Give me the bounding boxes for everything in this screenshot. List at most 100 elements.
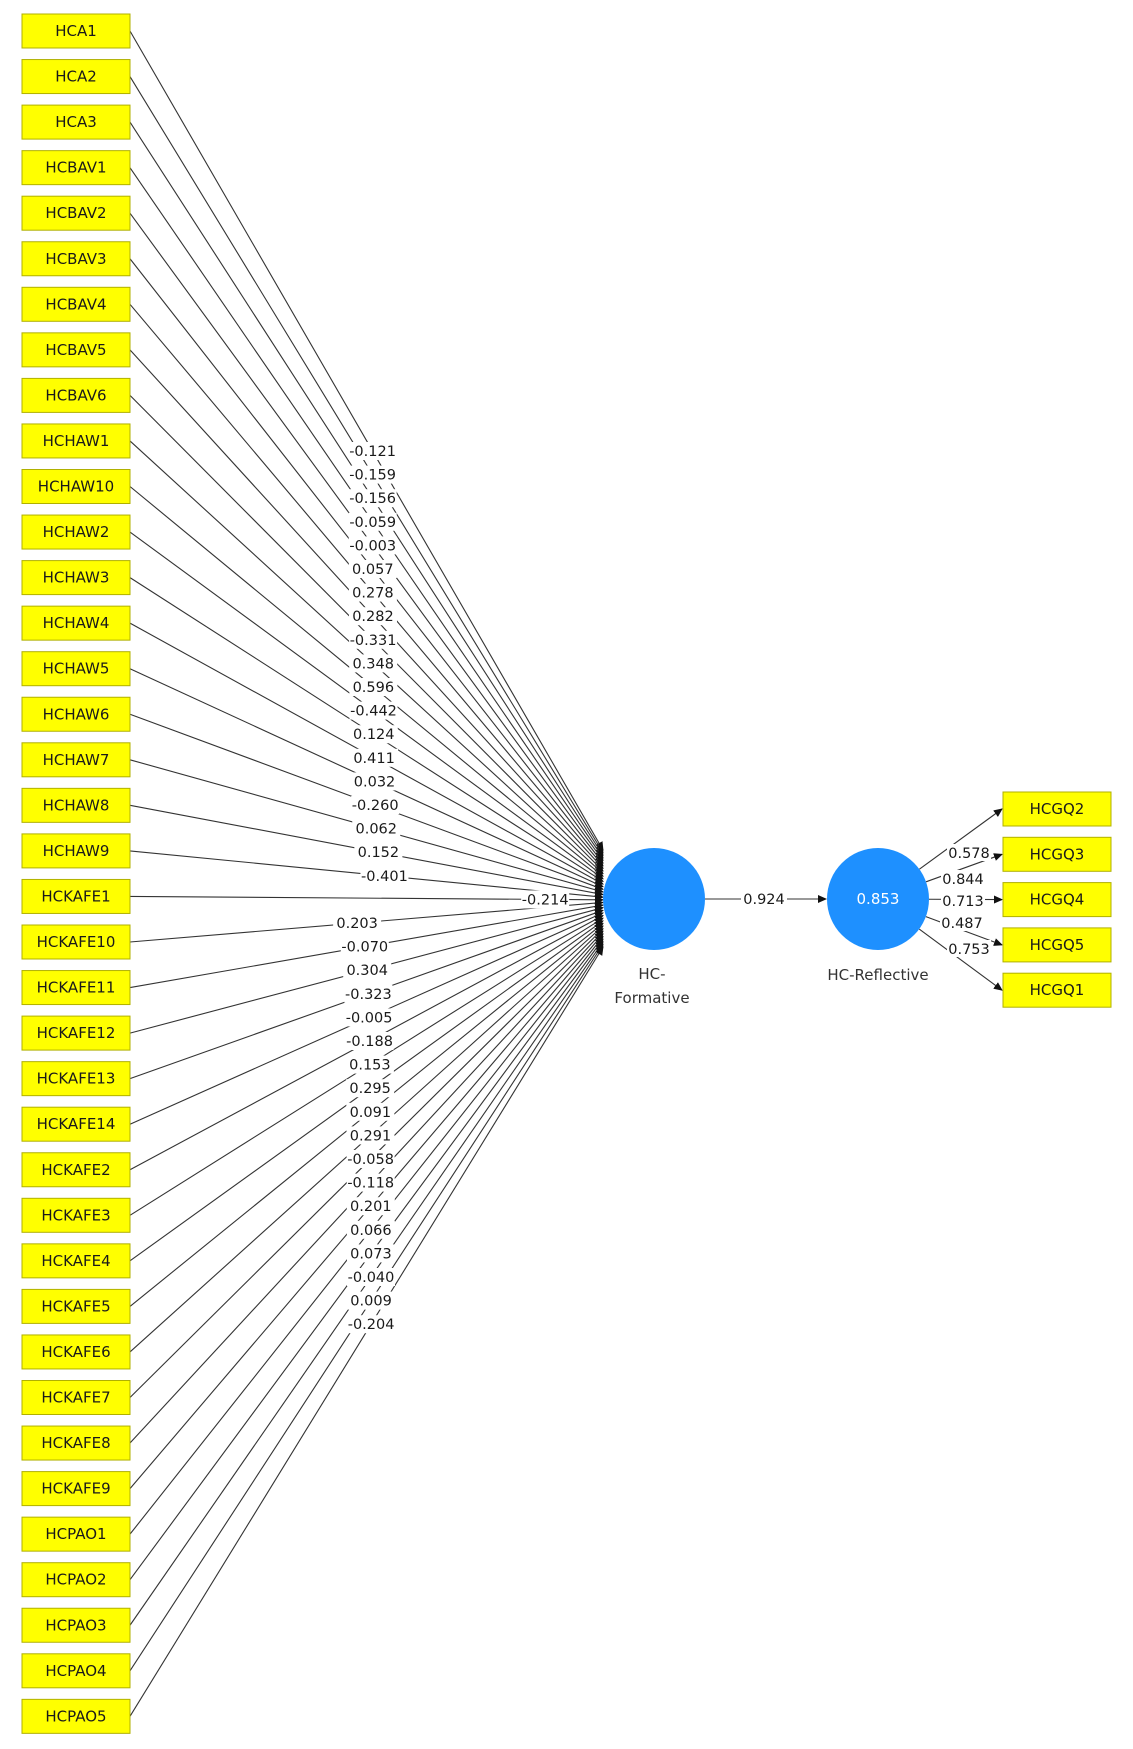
indicator-label-hchaw10: HCHAW10 bbox=[38, 478, 114, 496]
indicator-label-hckafe8: HCKAFE8 bbox=[41, 1434, 110, 1452]
loading-label-bg bbox=[941, 892, 985, 909]
indicator-hca1[interactable] bbox=[21, 13, 131, 49]
weight-label-hcpao5: -0.204 bbox=[348, 1317, 395, 1333]
weight-label-bg bbox=[343, 961, 392, 980]
indicator-label-hca2: HCA2 bbox=[55, 68, 97, 86]
weight-label-hckafe1: -0.214 bbox=[522, 892, 569, 908]
indicator-label-hckafe11: HCKAFE11 bbox=[37, 979, 116, 997]
indicator-hcbav2[interactable] bbox=[21, 195, 131, 231]
indicator-label-hcbav1: HCBAV1 bbox=[45, 159, 106, 177]
indicator-label-hcpao3: HCPAO3 bbox=[45, 1616, 106, 1634]
indicator-hchaw3[interactable] bbox=[21, 560, 131, 596]
weight-label-bg bbox=[333, 914, 382, 932]
indicator-hckafe5[interactable] bbox=[21, 1288, 131, 1324]
hc-reflective-name: HC-Reflective bbox=[827, 966, 928, 984]
indicator-hcgq2[interactable] bbox=[1002, 791, 1112, 827]
indicator-hckafe12[interactable] bbox=[21, 1015, 131, 1051]
indicator-label-hckafe4: HCKAFE4 bbox=[41, 1252, 110, 1270]
indicator-hcpao5[interactable] bbox=[21, 1698, 131, 1734]
weight-label-bg bbox=[349, 725, 398, 744]
weight-label-hckafe14: -0.005 bbox=[346, 1010, 393, 1026]
indicator-label-hcbav4: HCBAV4 bbox=[45, 295, 106, 313]
weight-label-hchaw6: -0.260 bbox=[352, 798, 399, 814]
indicator-hckafe13[interactable] bbox=[21, 1061, 131, 1097]
indicator-label-hckafe2: HCKAFE2 bbox=[41, 1161, 110, 1179]
indicator-label-hckafe14: HCKAFE14 bbox=[37, 1115, 116, 1133]
indicator-hchaw4[interactable] bbox=[21, 605, 131, 641]
indicator-hcpao1[interactable] bbox=[21, 1516, 131, 1552]
indicator-hcpao2[interactable] bbox=[21, 1562, 131, 1598]
weight-label-hchaw4: 0.411 bbox=[353, 751, 395, 767]
indicator-label-hcgq1: HCGQ1 bbox=[1030, 981, 1085, 999]
weight-label-hchaw7: 0.062 bbox=[356, 822, 398, 838]
indicator-label-hcbav3: HCBAV3 bbox=[45, 250, 106, 268]
loading-label-hcgq2: 0.578 bbox=[948, 846, 990, 862]
loading-label-hcgq5: 0.487 bbox=[941, 916, 983, 932]
indicator-hckafe3[interactable] bbox=[21, 1197, 131, 1233]
hc-formative-name-line1: HC- bbox=[638, 965, 665, 983]
hc-formative-construct[interactable] bbox=[603, 848, 705, 950]
indicator-hca2[interactable] bbox=[21, 59, 131, 95]
indicator-hckafe10[interactable] bbox=[21, 924, 131, 960]
weight-label-hchaw3: 0.124 bbox=[353, 727, 395, 743]
indicator-label-hchaw8: HCHAW8 bbox=[43, 796, 110, 814]
indicator-hchaw8[interactable] bbox=[21, 787, 131, 823]
indicator-hcgq3[interactable] bbox=[1002, 836, 1112, 872]
indicator-hcgq1[interactable] bbox=[1002, 972, 1112, 1008]
indicator-hcbav5[interactable] bbox=[21, 332, 131, 368]
indicator-hchaw2[interactable] bbox=[21, 514, 131, 550]
indicator-hckafe1[interactable] bbox=[21, 878, 131, 914]
indicator-hckafe8[interactable] bbox=[21, 1425, 131, 1461]
indicator-label-hchaw3: HCHAW3 bbox=[43, 569, 110, 587]
weight-label-bg bbox=[346, 1173, 395, 1192]
weight-label-hchaw10: 0.596 bbox=[353, 680, 395, 696]
indicator-hckafe11[interactable] bbox=[21, 970, 131, 1006]
hc-reflective-construct[interactable] bbox=[827, 848, 929, 950]
weight-label-bg bbox=[350, 772, 399, 791]
indicator-hcgq5[interactable] bbox=[1002, 927, 1112, 963]
loading-label-hcgq3: 0.844 bbox=[942, 872, 984, 888]
weight-label-hcbav5: 0.282 bbox=[352, 609, 394, 625]
indicator-hckafe6[interactable] bbox=[21, 1334, 131, 1370]
indicator-hckafe7[interactable] bbox=[21, 1380, 131, 1415]
indicator-hckafe4[interactable] bbox=[21, 1243, 131, 1279]
indicator-hckafe2[interactable] bbox=[21, 1152, 131, 1188]
weight-label-bg bbox=[349, 701, 398, 720]
indicator-hcbav3[interactable] bbox=[21, 241, 131, 277]
weight-label-bg bbox=[349, 678, 398, 696]
indicator-label-hcpao4: HCPAO4 bbox=[45, 1662, 106, 1680]
weight-label-hckafe11: -0.070 bbox=[341, 940, 388, 956]
indicator-hcbav6[interactable] bbox=[21, 377, 131, 413]
weight-label-hchaw8: 0.152 bbox=[358, 845, 400, 861]
indicator-hcpao4[interactable] bbox=[21, 1653, 131, 1689]
loading-label-hcgq1: 0.753 bbox=[948, 942, 990, 958]
weight-path-hcbav1 bbox=[129, 167, 604, 859]
weight-label-bg bbox=[360, 866, 409, 885]
indicator-label-hchaw2: HCHAW2 bbox=[43, 523, 110, 541]
indicator-label-hchaw7: HCHAW7 bbox=[43, 751, 110, 769]
indicator-hchaw10[interactable] bbox=[21, 469, 131, 504]
indicator-label-hchaw9: HCHAW9 bbox=[43, 842, 110, 860]
weight-label-bg bbox=[346, 1220, 395, 1239]
indicator-hca3[interactable] bbox=[21, 104, 131, 140]
weight-label-bg bbox=[346, 1244, 395, 1263]
indicator-hchaw5[interactable] bbox=[21, 651, 131, 687]
indicator-hchaw1[interactable] bbox=[21, 423, 131, 459]
indicator-hchaw9[interactable] bbox=[21, 833, 131, 869]
indicator-label-hcbav2: HCBAV2 bbox=[45, 204, 106, 222]
indicator-hcgq4[interactable] bbox=[1002, 882, 1112, 918]
indicator-hcbav1[interactable] bbox=[21, 150, 131, 186]
indicator-hchaw6[interactable] bbox=[21, 696, 131, 732]
indicator-hcbav4[interactable] bbox=[21, 286, 131, 322]
indicator-hcpao3[interactable] bbox=[21, 1607, 131, 1643]
weight-label-bg bbox=[351, 796, 400, 814]
indicator-label-hckafe13: HCKAFE13 bbox=[37, 1070, 116, 1088]
indicator-hckafe9[interactable] bbox=[21, 1471, 131, 1507]
indicator-label-hcgq3: HCGQ3 bbox=[1030, 845, 1085, 863]
weight-label-bg bbox=[347, 1315, 396, 1334]
indicator-label-hcpao5: HCPAO5 bbox=[45, 1707, 106, 1725]
weight-path-hca2 bbox=[129, 76, 604, 854]
indicator-label-hca1: HCA1 bbox=[55, 22, 97, 40]
indicator-hchaw7[interactable] bbox=[21, 742, 131, 778]
indicator-hckafe14[interactable] bbox=[21, 1106, 131, 1142]
